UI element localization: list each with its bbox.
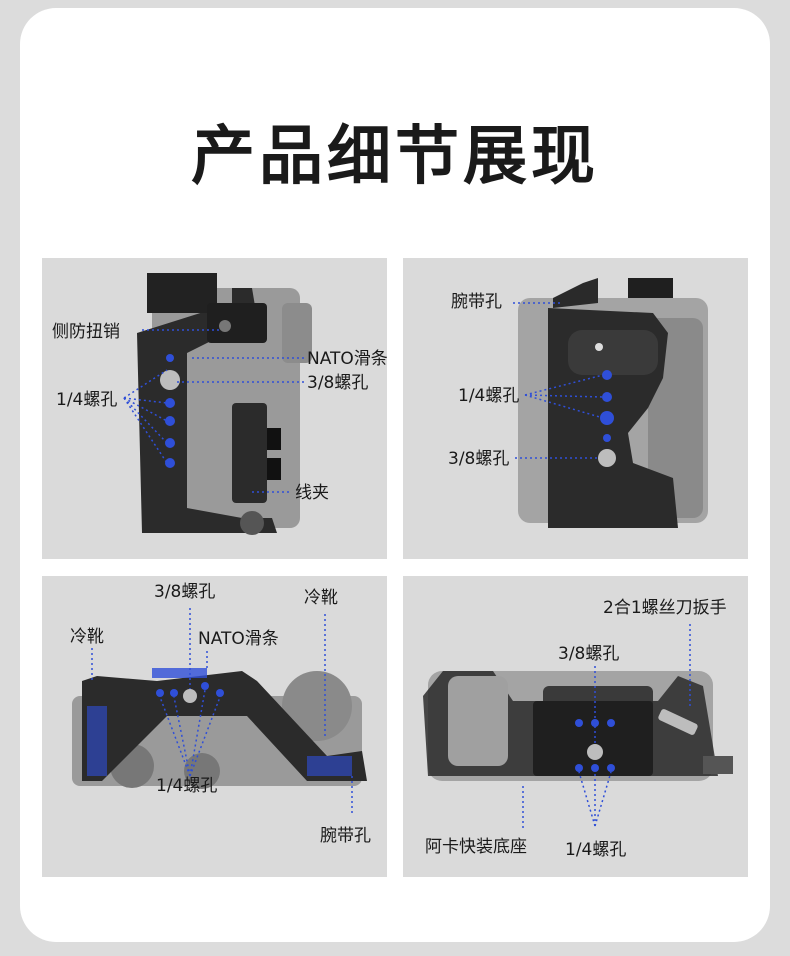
label-wrist-hole: 腕带孔 bbox=[320, 826, 371, 846]
label-hole-14: 1/4螺孔 bbox=[56, 390, 118, 410]
label-hole-38: 3/8螺孔 bbox=[448, 449, 510, 469]
label-cold-shoe-left: 冷靴 bbox=[70, 627, 104, 647]
label-hole-14: 1/4螺孔 bbox=[458, 386, 520, 406]
label-cable-clamp: 线夹 bbox=[295, 483, 329, 503]
label-wrist-hole: 腕带孔 bbox=[451, 292, 502, 312]
label-hole-38: 3/8螺孔 bbox=[154, 582, 216, 602]
camera-bottom-illustration bbox=[423, 624, 733, 831]
label-hole-38: 3/8螺孔 bbox=[558, 644, 620, 664]
label-hole-14: 1/4螺孔 bbox=[156, 776, 218, 796]
page-title: 产品细节展现 bbox=[191, 120, 599, 194]
label-nato-rail: NATO滑条 bbox=[307, 349, 387, 369]
label-nato-rail: NATO滑条 bbox=[198, 629, 279, 649]
label-wrench: 2合1螺丝刀扳手 bbox=[603, 598, 727, 618]
panel-side-view: 侧防扭销 NATO滑条 3/8螺孔 1/4螺孔 线夹 bbox=[42, 258, 387, 559]
label-cold-shoe-right: 冷靴 bbox=[304, 588, 338, 608]
panel-top-view: 3/8螺孔 冷靴 冷靴 NATO滑条 1/4螺孔 腕带孔 bbox=[42, 576, 387, 877]
camera-grip-illustration bbox=[513, 278, 708, 528]
panel-bottom-view: 2合1螺丝刀扳手 3/8螺孔 阿卡快装底座 1/4螺孔 bbox=[403, 576, 748, 877]
label-hole-38: 3/8螺孔 bbox=[307, 373, 369, 393]
label-hole-14: 1/4螺孔 bbox=[565, 840, 627, 860]
label-arca-base: 阿卡快装底座 bbox=[425, 837, 527, 857]
camera-top-illustration bbox=[72, 608, 367, 816]
panel-grip-view: 腕带孔 1/4螺孔 3/8螺孔 bbox=[403, 258, 748, 559]
label-anti-twist-pin: 侧防扭销 bbox=[52, 322, 120, 342]
camera-cage-side-illustration bbox=[123, 273, 312, 535]
